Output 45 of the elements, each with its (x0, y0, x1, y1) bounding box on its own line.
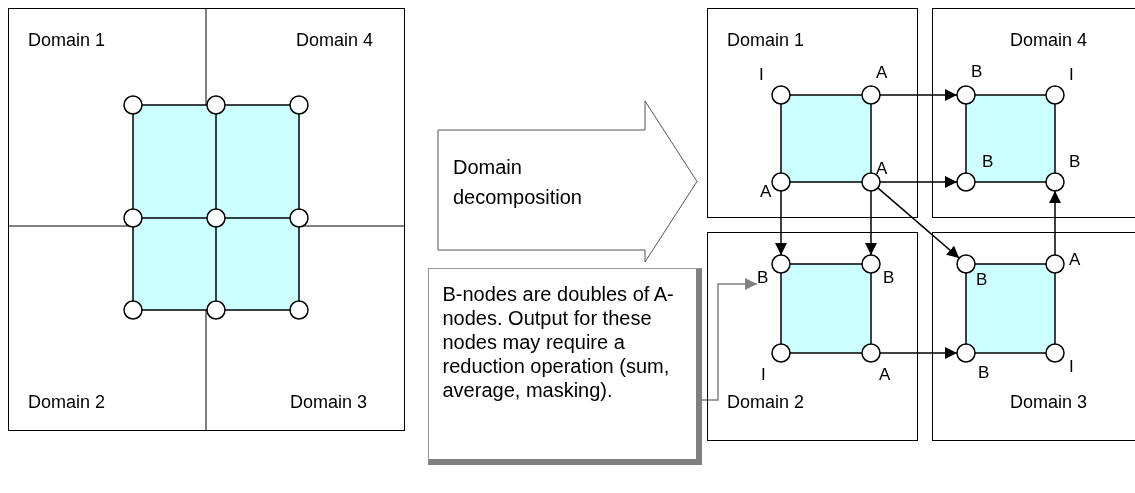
node-label: B (976, 270, 988, 290)
node-label: I (761, 365, 766, 385)
domain-grid-box (8, 8, 405, 431)
callout-box (428, 268, 702, 465)
domain-label: Domain 3 (1010, 392, 1088, 412)
mesh-line (870, 103, 872, 174)
domain-label: Domain 1 (727, 30, 805, 50)
domain-label: Domain 2 (727, 392, 805, 412)
mesh-line (1054, 272, 1056, 345)
arrow (877, 187, 960, 259)
mesh-line (1054, 103, 1056, 174)
node-label: B (982, 152, 994, 172)
arrow (775, 190, 787, 256)
arrow (1049, 190, 1061, 256)
node-label: A (879, 365, 891, 385)
domain-box (707, 8, 918, 218)
node-label: B (757, 268, 769, 288)
node-label: B (883, 268, 895, 288)
node-label: I (1069, 357, 1074, 377)
mesh-line (965, 103, 967, 174)
node-label: B (978, 363, 990, 383)
mesh-line (780, 272, 782, 345)
mesh-line (870, 272, 872, 345)
node-label: I (1069, 65, 1074, 85)
node-label: A (876, 63, 888, 83)
node-label: A (760, 182, 772, 202)
domain-label: Domain 1 (28, 30, 106, 50)
arrow-label: Domain decomposition (453, 155, 583, 210)
mesh-line (780, 103, 782, 174)
node-label: B (971, 62, 983, 82)
mesh-line (965, 272, 967, 345)
domain-label: Domain 3 (290, 392, 368, 412)
domain-label: Domain 4 (1010, 30, 1088, 50)
domain-label: Domain 4 (296, 30, 374, 50)
leader-arrow (701, 278, 758, 401)
node-label: A (1069, 250, 1081, 270)
node-label: B (1069, 152, 1081, 172)
callout-text: B-nodes are doubles of A-nodes. Output for these nodes may require a reduction operation (sum, average, masking). (442, 281, 675, 402)
node-label: A (876, 159, 888, 179)
domain-box (932, 232, 1135, 441)
node-label: I (759, 65, 764, 85)
domain-label: Domain 2 (28, 392, 106, 412)
domain-box (707, 232, 918, 441)
domain-box (932, 8, 1135, 218)
arrow (865, 190, 877, 256)
